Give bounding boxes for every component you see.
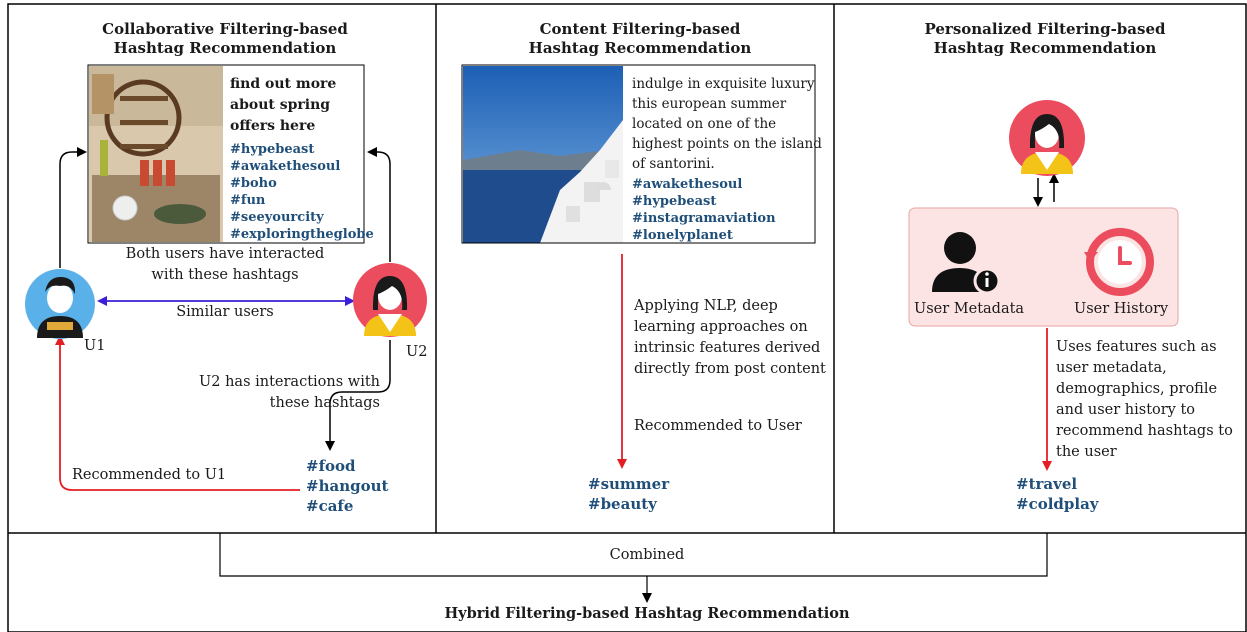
content-result-hashtags: #summer #beauty [588,474,669,514]
hashtag: #fun [230,193,266,208]
similar-users-label: Similar users [176,304,274,320]
collaborative-result-hashtags: #food #hangout #cafe [306,456,388,516]
santorini-post-image [463,66,623,243]
hashtag: #instagramaviation [632,211,776,226]
caption-line: this european summer [632,96,787,112]
nlp-line: directly from post content [634,361,826,377]
personalized-user-avatar [1009,100,1085,176]
hashtag: #hangout [306,477,389,495]
personalized-title-line1: Personalized Filtering-based [924,20,1166,38]
features-line: and user history to [1056,402,1196,418]
personalized-title-line2: Hashtag Recommendation [933,39,1157,57]
hashtag: #boho [230,176,277,191]
features-line: demographics, profile [1056,381,1218,397]
user-history-label: User History [1074,301,1169,317]
hashtag: #summer [588,475,670,493]
content-title-line1: Content Filtering-based [539,20,741,38]
outer-frame [7,3,1247,632]
u2-avatar [353,263,427,337]
nlp-line: Applying NLP, deep [634,298,778,314]
hashtag: #hypebeast [230,142,315,157]
hashtag: #lonelyplanet [632,228,733,243]
caption-line: highest points on the island [632,136,822,152]
features-line: user metadata, [1056,360,1167,376]
combined-label: Combined [609,547,685,563]
santorini-post-caption: indulge in exquisite luxury this europea… [632,74,822,174]
hashtag: #hypebeast [632,194,717,209]
nlp-line: learning approaches on [634,319,808,335]
santorini-post-frame [461,64,816,244]
collaborative-title: Collaborative Filtering-based Hashtag Re… [60,20,390,58]
features-line: the user [1056,444,1117,460]
nlp-line: intrinsic features derived [634,340,821,356]
caption-line: located on one of the [632,116,777,132]
u1-avatar [25,269,95,339]
cafe-post-hashtags: #hypebeast #awakethesoul #boho #fun #see… [230,141,374,243]
hashtag: #cafe [306,497,354,515]
recommend-u1-arrow [55,335,300,491]
both-users-note: Both users have interacted with these ha… [100,244,350,286]
u2-to-post-arrow [367,147,391,262]
hashtag: #exploringtheglobe [230,227,374,242]
u2-interactions-line2: these hashtags [269,395,380,411]
recommended-user-label: Recommended to User [634,418,802,434]
u1-to-post-arrow [59,147,87,268]
content-title: Content Filtering-based Hashtag Recommen… [460,20,820,58]
hashtag: #awakethesoul [632,177,743,192]
u2-interactions-note: U2 has interactions with these hashtags [170,372,380,414]
caption-line: of santorini. [632,156,715,172]
hashtag: #beauty [588,495,657,513]
u2-interactions-line1: U2 has interactions with [199,374,380,390]
collaborative-title-line2: Hashtag Recommendation [113,39,337,57]
combined-bracket [219,533,1048,577]
hashtag: #travel [1016,475,1078,493]
caption-line: indulge in exquisite luxury [632,76,815,92]
hashtag: #food [306,457,356,475]
collaborative-title-line1: Collaborative Filtering-based [102,20,348,38]
both-users-line2: with these hashtags [151,267,299,283]
personalized-title: Personalized Filtering-based Hashtag Rec… [860,20,1230,58]
features-line: Uses features such as [1056,339,1217,355]
features-line: recommend hashtags to [1056,423,1233,439]
hashtag: #seeyourcity [230,210,324,225]
cafe-post-caption: find out more about spring offers here [230,76,337,134]
hashtag: #coldplay [1016,495,1099,513]
user-metadata-icon [932,232,1001,295]
content-title-line2: Hashtag Recommendation [528,39,752,57]
user-history-icon [1084,228,1154,296]
recommended-u1-label: Recommended to U1 [72,467,227,483]
user-metadata-label: User Metadata [914,301,1025,317]
u1-label: U1 [84,338,106,354]
nlp-description: Applying NLP, deep learning approaches o… [634,296,826,380]
both-users-line1: Both users have interacted [125,246,325,262]
u2-label: U2 [406,344,428,360]
cafe-post-frame [87,64,365,244]
cafe-post-image [89,66,223,242]
santorini-post-hashtags: #awakethesoul #hypebeast #instagramaviat… [632,176,776,244]
hybrid-title: Hybrid Filtering-based Hashtag Recommend… [444,605,850,622]
personalized-result-hashtags: #travel #coldplay [1016,474,1099,514]
hashtag: #awakethesoul [230,159,341,174]
features-description: Uses features such as user metadata, dem… [1056,337,1233,463]
u2-interactions-arrow [325,340,391,451]
